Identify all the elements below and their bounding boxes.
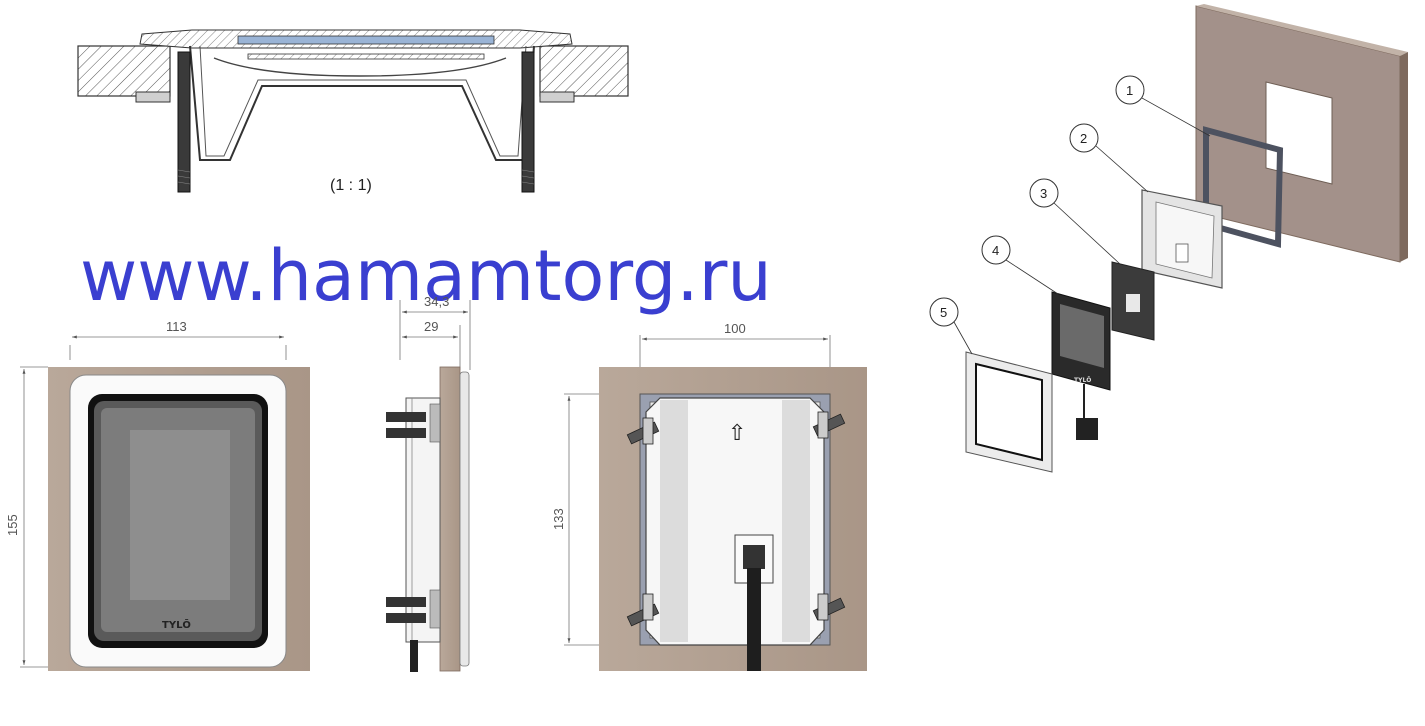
rear-view: 100 133 ⇧: [551, 321, 867, 671]
side-screws: [386, 403, 441, 629]
wall-section-right: [539, 45, 629, 97]
rear-housing: [645, 397, 825, 646]
front-height-dim: 155: [5, 514, 20, 536]
front-width-dim: 113: [166, 319, 187, 334]
rear-cable: [747, 568, 761, 671]
svg-text:3: 3: [1040, 186, 1047, 201]
svg-text:1: 1: [1126, 83, 1133, 98]
pcb-section: [247, 53, 485, 60]
housing-inner: [199, 45, 527, 157]
rear-housing-side-right: [782, 400, 810, 642]
side-bezel: [459, 371, 470, 667]
callout-4: 4: [981, 235, 1059, 295]
clip-right: [539, 91, 575, 103]
front-screen: [130, 430, 230, 600]
up-arrow-icon: ⇧: [728, 421, 746, 446]
rear-housing-side-left: [660, 400, 688, 642]
part-4-connector: [1076, 418, 1098, 440]
side-wall: [439, 366, 461, 672]
callout-3: 3: [1029, 178, 1121, 265]
housing-section: [189, 45, 535, 161]
screw-right: [521, 51, 535, 193]
svg-text:4: 4: [992, 243, 999, 258]
callout-1: 1: [1115, 75, 1211, 137]
svg-text:5: 5: [940, 305, 947, 320]
side-depth-dim: 29: [424, 319, 438, 334]
wall-section-left: [77, 45, 171, 97]
exploded-wall-cutout: [1265, 81, 1333, 185]
clip-left: [135, 91, 171, 103]
side-total-dim: 34,3: [424, 294, 449, 309]
front-view: 113 155 TYLŌ: [5, 319, 310, 671]
watermark-text: www.hamamtorg.ru: [80, 235, 772, 317]
rear-clips: [626, 411, 846, 627]
rear-width-dim: 100: [724, 321, 746, 336]
callout-2: 2: [1069, 123, 1149, 193]
part-1-gasket: [1203, 126, 1284, 248]
exploded-brand-logo: TYLŌ: [1074, 377, 1091, 384]
exploded-view: TYLŌ 1 2 3 4 5: [929, 4, 1408, 473]
section-view: (1 : 1): [77, 29, 629, 194]
svg-text:2: 2: [1080, 131, 1087, 146]
callout-5: 5: [929, 297, 973, 355]
screw-left: [177, 51, 191, 193]
rear-connector-plug: [743, 545, 765, 569]
rear-height-dim: 133: [551, 508, 566, 530]
glass-section: [237, 35, 495, 45]
scale-label: (1 : 1): [330, 177, 372, 194]
side-cable: [410, 640, 418, 672]
front-brand-logo: TYLŌ: [162, 618, 191, 631]
housing-curve: [213, 57, 507, 77]
side-view: 34,3 29: [386, 294, 471, 672]
